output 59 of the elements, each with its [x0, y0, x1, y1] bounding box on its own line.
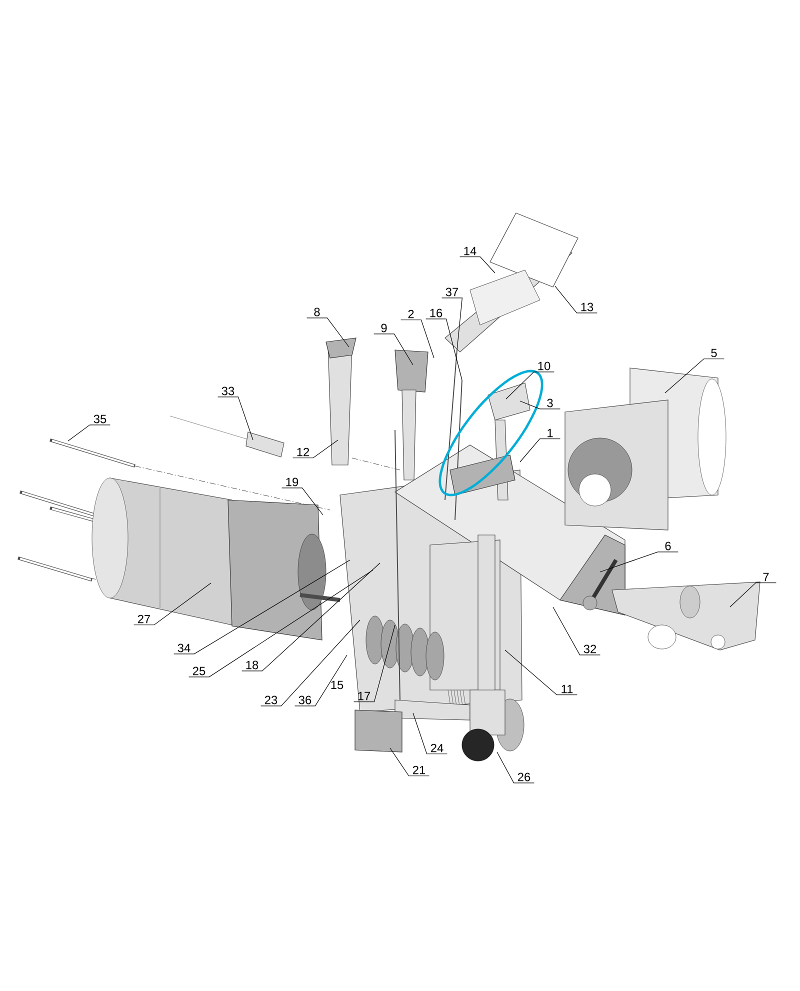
callout-number: 10 — [538, 362, 550, 370]
callout-number: 21 — [412, 766, 426, 774]
callout-number: 2 — [408, 310, 414, 318]
callout-number: 11 — [562, 684, 573, 694]
leader-line — [496, 752, 534, 784]
callout-number: 14 — [464, 246, 476, 256]
callout-number: 12 — [297, 448, 310, 456]
callout-number: 35 — [94, 414, 106, 424]
callout-number: 25 — [192, 666, 206, 676]
leader-line — [306, 318, 350, 348]
leader-line — [242, 562, 380, 672]
callout-number: 3 — [547, 398, 553, 408]
leader-line — [294, 654, 348, 706]
leader-line — [504, 650, 578, 696]
leader-line — [552, 606, 600, 656]
callout-number: 19 — [286, 478, 298, 486]
leader-line — [374, 334, 414, 366]
callout-number: 9 — [381, 324, 387, 332]
callout-number: 26 — [518, 772, 530, 782]
callout-number: 27 — [138, 614, 150, 624]
callout-number: 23 — [264, 696, 278, 704]
callout-number: 1 — [548, 428, 553, 438]
callout-number: 33 — [222, 386, 234, 396]
leader-line — [506, 372, 554, 400]
callout-number: 37 — [446, 288, 458, 296]
leader-line — [426, 318, 462, 380]
leader-line — [442, 298, 463, 350]
callout-number: 16 — [430, 308, 442, 318]
callout-number: 13 — [581, 302, 594, 312]
leader-line — [412, 712, 448, 754]
callout-number: 32 — [584, 644, 596, 654]
callout-number: 34 — [178, 644, 190, 652]
callout-number: 7 — [763, 572, 769, 582]
callout-number: 5 — [711, 348, 717, 358]
callout-number: 6 — [665, 542, 671, 550]
leader-line — [188, 570, 374, 678]
leader-line — [354, 624, 396, 702]
leader-line — [400, 320, 434, 358]
leader-line — [390, 748, 430, 776]
callout-number: 18 — [246, 660, 258, 670]
leader-line — [520, 400, 560, 410]
leader-line — [292, 440, 338, 458]
callout-number: 36 — [298, 696, 312, 704]
callout-number: 17 — [358, 692, 370, 700]
leader-line — [218, 396, 254, 440]
leader-line — [554, 286, 598, 314]
leader-line — [68, 424, 110, 442]
callout-number: 24 — [430, 744, 444, 752]
leader-line — [460, 256, 496, 274]
leader-line — [174, 560, 350, 654]
leader-line — [664, 358, 724, 394]
callout-number: 8 — [314, 308, 320, 316]
leader-line — [134, 582, 212, 626]
leader-line — [260, 620, 360, 706]
leader-line — [282, 488, 324, 516]
leader-line — [520, 438, 560, 462]
leader-line — [600, 552, 678, 572]
leader-line — [730, 582, 776, 608]
callout-number: 15 — [331, 680, 344, 690]
